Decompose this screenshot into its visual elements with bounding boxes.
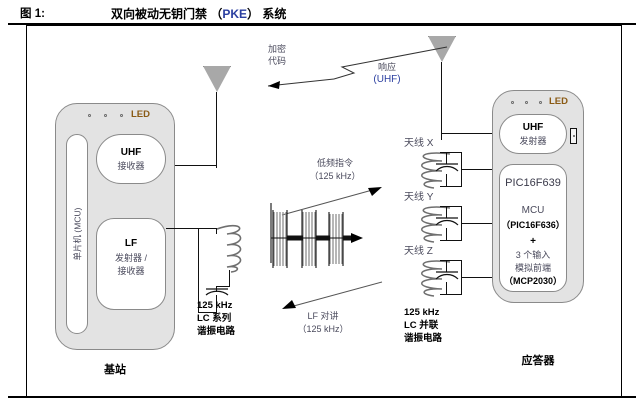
transponder-resonant-line2: LC 并联 bbox=[404, 320, 439, 331]
base-station-caption: 基站 bbox=[104, 364, 126, 376]
base-uhf-receiver-block bbox=[96, 134, 166, 184]
base-inductor-coil-icon bbox=[216, 224, 242, 273]
base-lc-upper-lead bbox=[216, 228, 217, 234]
base-lf-line1: LF bbox=[124, 238, 138, 249]
transponder-antenna-z-label: 天线 Z bbox=[404, 246, 433, 257]
cap-x-upper-lead bbox=[446, 152, 447, 164]
base-led-indicator-1 bbox=[88, 114, 91, 117]
uhf-response-arrow bbox=[267, 46, 448, 89]
transponder-resonant-line1: 125 kHz bbox=[404, 307, 440, 318]
base-led-label: LED bbox=[131, 109, 150, 120]
base-lc-coil-to-cap-lead bbox=[229, 270, 230, 286]
transponder-led-indicator-2 bbox=[525, 101, 528, 104]
figure-title-suffix: ） 系统 bbox=[247, 7, 287, 21]
transponder-led-indicator-1 bbox=[511, 101, 514, 104]
figure-title-highlight: PKE bbox=[222, 7, 248, 21]
transponder-chip-part: PIC16F639 bbox=[505, 177, 561, 189]
coil-z-top-wire bbox=[440, 260, 462, 261]
coil-y-feed-to-chip bbox=[461, 223, 499, 224]
figure-caption: 图 1: 双向被动无钥门禁 （PKE） 系统 bbox=[8, 4, 636, 24]
coil-z-feed-to-chip bbox=[461, 277, 499, 278]
coil-x-top-wire bbox=[440, 152, 462, 153]
base-lc-top-wire bbox=[166, 228, 216, 229]
cap-y-upper-lead bbox=[446, 206, 447, 218]
uhf-encrypted-code-line2: 代码 bbox=[267, 56, 286, 66]
coil-y-bottom-wire bbox=[440, 240, 462, 241]
transponder-uhf-transmitter-block bbox=[499, 114, 567, 154]
figure-title-prefix: 双向被动无钥门禁 （ bbox=[111, 7, 223, 21]
cap-z-lower-lead bbox=[446, 282, 447, 295]
base-mcu-block bbox=[66, 134, 88, 334]
transponder-led-label: LED bbox=[549, 96, 568, 107]
figure-title: 双向被动无钥门禁 （PKE） 系统 bbox=[111, 5, 286, 22]
base-uhf-receiver-line1: UHF bbox=[120, 147, 142, 158]
base-lf-line3: 接收器 bbox=[117, 266, 145, 276]
transponder-pic16f639-block bbox=[499, 164, 567, 292]
uhf-band-label: (UHF) bbox=[373, 74, 401, 85]
transponder-antenna-feed-vertical bbox=[441, 62, 442, 134]
base-mcu-label-wrapper: 单片机 (MCU) bbox=[66, 134, 88, 334]
transponder-chip-afe-part: （MCP2030） bbox=[503, 276, 563, 286]
base-capacitor-icon bbox=[205, 288, 229, 296]
transponder-coil-x-icon bbox=[421, 152, 451, 189]
base-lc-cap-top-wire bbox=[216, 286, 230, 287]
base-cap-upper-lead bbox=[216, 286, 217, 292]
lf-burst-waveform-icon bbox=[270, 203, 363, 268]
transponder-coil-y-icon bbox=[421, 206, 451, 243]
caption-divider bbox=[8, 23, 636, 25]
transponder-uhf-line1: UHF bbox=[522, 122, 544, 133]
base-antenna-feed-vertical bbox=[216, 92, 217, 166]
transponder-chip-afe-line2: 模拟前端 bbox=[514, 263, 551, 273]
base-antenna-feed-horizontal bbox=[166, 165, 217, 166]
lf-command-arrow bbox=[281, 187, 382, 216]
transponder-antenna-y-label: 天线 Y bbox=[404, 192, 434, 203]
cap-y-lower-lead bbox=[446, 228, 447, 241]
transponder-led-indicator-3 bbox=[539, 101, 542, 104]
transponder-capacitor-z-icon bbox=[435, 271, 459, 280]
base-lf-line2: 发射器 / bbox=[114, 253, 147, 263]
uhf-encrypted-code-line1: 加密 bbox=[267, 44, 286, 54]
transponder-capacitor-y-icon bbox=[435, 217, 459, 226]
base-resonant-line2: LC 系列 bbox=[197, 313, 232, 324]
figure-number: 图 1: bbox=[20, 8, 45, 20]
coil-z-bottom-wire bbox=[440, 294, 462, 295]
transponder-antenna-feed-horizontal bbox=[441, 133, 499, 134]
base-lc-return-wire bbox=[198, 312, 217, 313]
base-led-indicator-2 bbox=[104, 114, 107, 117]
base-resonant-line1: 125 kHz bbox=[197, 300, 233, 311]
uhf-response-label: 响应 bbox=[377, 62, 396, 72]
transponder-resonant-line3: 谐振电路 bbox=[404, 333, 443, 344]
transponder-chip-afe-line1: 3 个输入 bbox=[515, 250, 551, 260]
lf-talkback-arrow bbox=[282, 281, 383, 309]
transponder-chip-mcu-part: （PIC16F636） bbox=[501, 220, 565, 230]
lf-talkback-line2: （125 kHz） bbox=[297, 324, 349, 334]
coil-x-bottom-wire bbox=[440, 186, 462, 187]
lf-talkback-line1: LF 对讲 bbox=[307, 311, 339, 321]
coil-x-feed-to-chip bbox=[461, 169, 499, 170]
base-led-indicator-3 bbox=[120, 114, 123, 117]
base-cap-lower-lead bbox=[216, 295, 217, 313]
transponder-coil-z-icon bbox=[421, 260, 451, 297]
transponder-uhf-line2: 发射器 bbox=[519, 136, 547, 146]
transponder-capacitor-x-icon bbox=[435, 163, 459, 172]
base-lf-transceiver-block bbox=[96, 218, 166, 310]
lf-command-line2: （125 kHz） bbox=[309, 171, 361, 181]
transponder-chip-plus: + bbox=[530, 236, 536, 247]
base-lc-left-rail bbox=[198, 228, 199, 313]
transponder-chip-mcu-label: MCU bbox=[521, 205, 545, 216]
cap-z-upper-lead bbox=[446, 260, 447, 272]
transponder-antenna-x-label: 天线 X bbox=[404, 138, 434, 149]
cap-x-lower-lead bbox=[446, 174, 447, 187]
lf-command-line1: 低频指令 bbox=[316, 158, 353, 168]
base-resonant-line3: 谐振电路 bbox=[197, 326, 236, 337]
base-uhf-receiver-line2: 接收器 bbox=[117, 161, 145, 171]
transponder-caption: 应答器 bbox=[521, 355, 555, 367]
footer-divider bbox=[8, 396, 636, 398]
transponder-side-button[interactable] bbox=[570, 128, 577, 144]
base-mcu-label: 单片机 (MCU) bbox=[72, 207, 83, 261]
coil-y-top-wire bbox=[440, 206, 462, 207]
